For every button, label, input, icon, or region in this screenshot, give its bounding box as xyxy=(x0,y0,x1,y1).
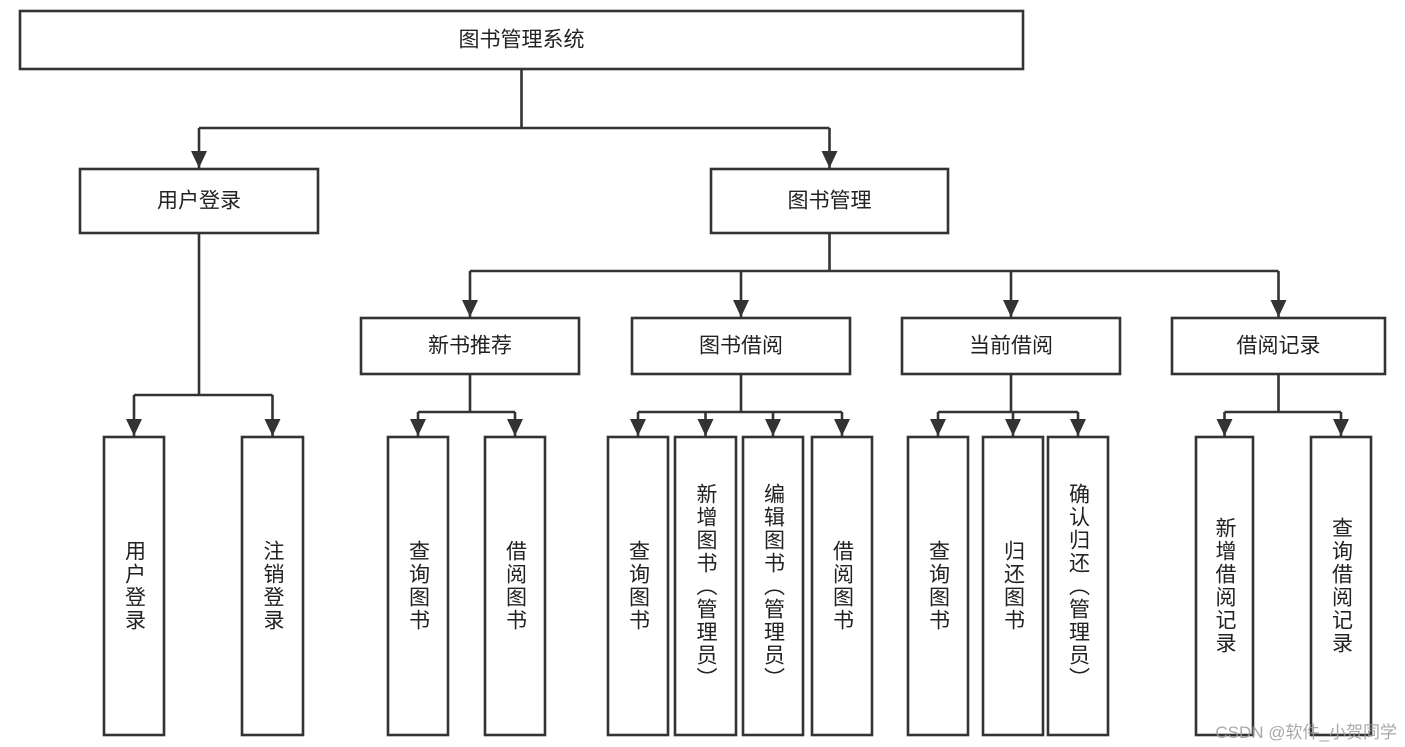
node-l2-0[interactable] xyxy=(78,167,320,235)
node-leaf-3[interactable] xyxy=(483,435,547,737)
node-leaf-2[interactable] xyxy=(386,435,450,737)
arrow-head-icon xyxy=(1070,419,1086,436)
arrow-head-icon xyxy=(507,419,523,436)
node-l3-2-label: 当前借阅 xyxy=(969,335,1053,358)
node-leaf-6[interactable] xyxy=(741,435,805,737)
arrow-head-icon xyxy=(765,419,781,436)
node-l3-0-label: 新书推荐 xyxy=(428,335,512,358)
arrow-head-icon xyxy=(697,419,714,436)
node-leaf-8[interactable] xyxy=(906,435,970,737)
node-l2-1[interactable] xyxy=(709,167,950,235)
node-leaf-0[interactable] xyxy=(102,435,166,737)
node-root-图书管理系统[interactable] xyxy=(18,9,1025,71)
node-leaf-12[interactable] xyxy=(1309,435,1373,737)
box-layer xyxy=(18,9,1387,737)
arrow-head-icon xyxy=(1333,419,1349,436)
arrow-head-icon xyxy=(462,300,478,317)
node-l3-3[interactable] xyxy=(1170,316,1387,376)
node-l3-3-label: 借阅记录 xyxy=(1237,335,1321,358)
node-l3-1[interactable] xyxy=(630,316,852,376)
node-leaf-10[interactable] xyxy=(1046,435,1110,737)
node-leaf-4[interactable] xyxy=(606,435,670,737)
connector-layer xyxy=(126,69,1349,436)
arrow-head-icon xyxy=(126,419,142,436)
arrow-head-icon xyxy=(1005,419,1021,436)
arrow-head-icon xyxy=(930,419,946,436)
node-leaf-5[interactable] xyxy=(673,435,738,737)
arrow-head-icon xyxy=(191,151,207,168)
arrow-head-icon xyxy=(1003,300,1019,317)
node-l3-1-label: 图书借阅 xyxy=(699,335,783,358)
node-leaf-9[interactable] xyxy=(981,435,1045,737)
node-leaf-7[interactable] xyxy=(810,435,874,737)
arrow-head-icon xyxy=(264,419,281,436)
node-l2-0-label: 用户登录 xyxy=(157,190,241,213)
watermark-text: CSDN @软件_小贺同学 xyxy=(1215,723,1397,742)
arrow-head-icon xyxy=(1216,419,1233,436)
arrow-head-icon xyxy=(733,300,749,317)
node-leaf-1[interactable] xyxy=(240,435,305,737)
arrow-head-icon xyxy=(821,151,838,168)
arrow-head-icon xyxy=(1270,300,1287,317)
node-leaf-11[interactable] xyxy=(1194,435,1255,737)
node-l2-1-label: 图书管理 xyxy=(788,190,872,213)
arrow-head-icon xyxy=(410,419,426,436)
node-l3-0[interactable] xyxy=(359,316,581,376)
node-root-图书管理系统-label: 图书管理系统 xyxy=(459,29,585,52)
node-l3-2[interactable] xyxy=(900,316,1122,376)
arrow-head-icon xyxy=(834,419,850,436)
arrow-head-icon xyxy=(630,419,646,436)
